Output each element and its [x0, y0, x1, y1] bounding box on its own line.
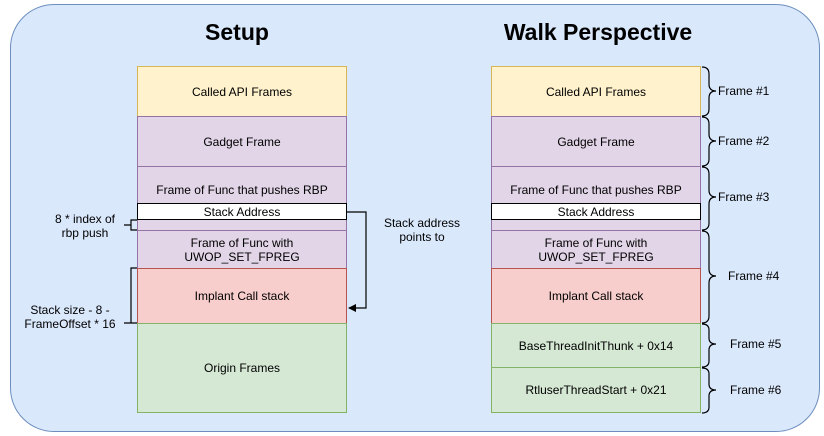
setup-func-fpreg-line2: UWOP_SET_FPREG [184, 249, 300, 264]
annotation-index-rbp-push: 8 * index of rbp push [40, 212, 130, 240]
walk-implant-call-stack-label: Implant Call stack [548, 289, 644, 303]
setup-origin-frames-label: Origin Frames [203, 361, 280, 375]
walk-func-fpreg-line2: UWOP_SET_FPREG [538, 249, 654, 264]
frame-label-3: Frame #3 [718, 190, 770, 204]
walk-called-api-frames: Called API Frames [491, 66, 701, 117]
annotation-stack-size-line1: Stack size - 8 - [30, 303, 110, 317]
setup-called-api-frames-label: Called API Frames [191, 84, 293, 99]
walk-perspective-title: Walk Perspective [503, 19, 693, 45]
stack-address-pointer-arrow [347, 211, 367, 312]
frame-label-5: Frame #5 [730, 337, 782, 351]
frame-label-4: Frame #4 [728, 269, 780, 283]
walk-rtl-user-thread-start-label: RtluserThreadStart + 0x21 [525, 383, 667, 397]
walk-func-rbp-frame: Frame of Func that pushes RBP [491, 166, 701, 231]
annotation-index-line2: rbp push [61, 226, 109, 240]
setup-func-fpreg-frame: Frame of Func with UWOP_SET_FPREG [137, 230, 347, 269]
brace-frame-4 [701, 230, 717, 324]
setup-gadget-frame-label: Gadget Frame [203, 134, 281, 149]
walk-func-rbp-frame-label: Frame of Func that pushes RBP [510, 183, 682, 197]
brace-frame-1 [701, 66, 717, 117]
walk-rtl-user-thread-start: RtluserThreadStart + 0x21 [491, 367, 701, 413]
frame-label-1: Frame #1 [718, 84, 770, 98]
setup-implant-call-stack-label: Implant Call stack [194, 289, 290, 303]
setup-func-rbp-frame-label: Frame of Func that pushes RBP [156, 183, 328, 197]
setup-title: Setup [205, 19, 269, 45]
setup-func-fpreg-line1: Frame of Func with [190, 235, 294, 250]
annotation-stack-size: Stack size - 8 - FrameOffset * 16 [16, 303, 124, 331]
walk-base-thread-init-thunk-label: BaseThreadInitThunk + 0x14 [518, 338, 674, 353]
frame-label-6: Frame #6 [730, 383, 782, 397]
walk-called-api-frames-label: Called API Frames [545, 84, 647, 99]
walk-implant-call-stack: Implant Call stack [491, 268, 701, 324]
arrow-label-line1: Stack address [383, 216, 461, 230]
setup-origin-frames: Origin Frames [137, 323, 347, 413]
walk-stack-address: Stack Address [491, 203, 701, 220]
walk-func-fpreg-line1: Frame of Func with [544, 235, 648, 250]
frame-label-2: Frame #2 [718, 134, 770, 148]
walk-gadget-frame-label: Gadget Frame [557, 134, 635, 149]
brace-frame-5 [701, 323, 717, 368]
arrow-label-stack-address-points-to: Stack address points to [372, 216, 472, 244]
brace-frame-2 [701, 116, 717, 167]
setup-implant-call-stack: Implant Call stack [137, 268, 347, 324]
brace-frame-3 [701, 166, 717, 231]
setup-stack-address-label: Stack Address [203, 204, 281, 219]
arrow-label-line2: points to [399, 230, 445, 244]
walk-func-fpreg-frame: Frame of Func with UWOP_SET_FPREG [491, 230, 701, 269]
annotation-stack-size-line2: FrameOffset * 16 [24, 317, 116, 331]
setup-stack-address: Stack Address [137, 203, 347, 220]
brace-index-rbp-push [124, 219, 137, 231]
setup-called-api-frames: Called API Frames [137, 66, 347, 117]
brace-frame-6 [701, 367, 717, 414]
walk-stack-address-label: Stack Address [557, 204, 635, 219]
brace-stack-size [124, 267, 137, 324]
annotation-index-line1: 8 * index of [54, 212, 116, 226]
